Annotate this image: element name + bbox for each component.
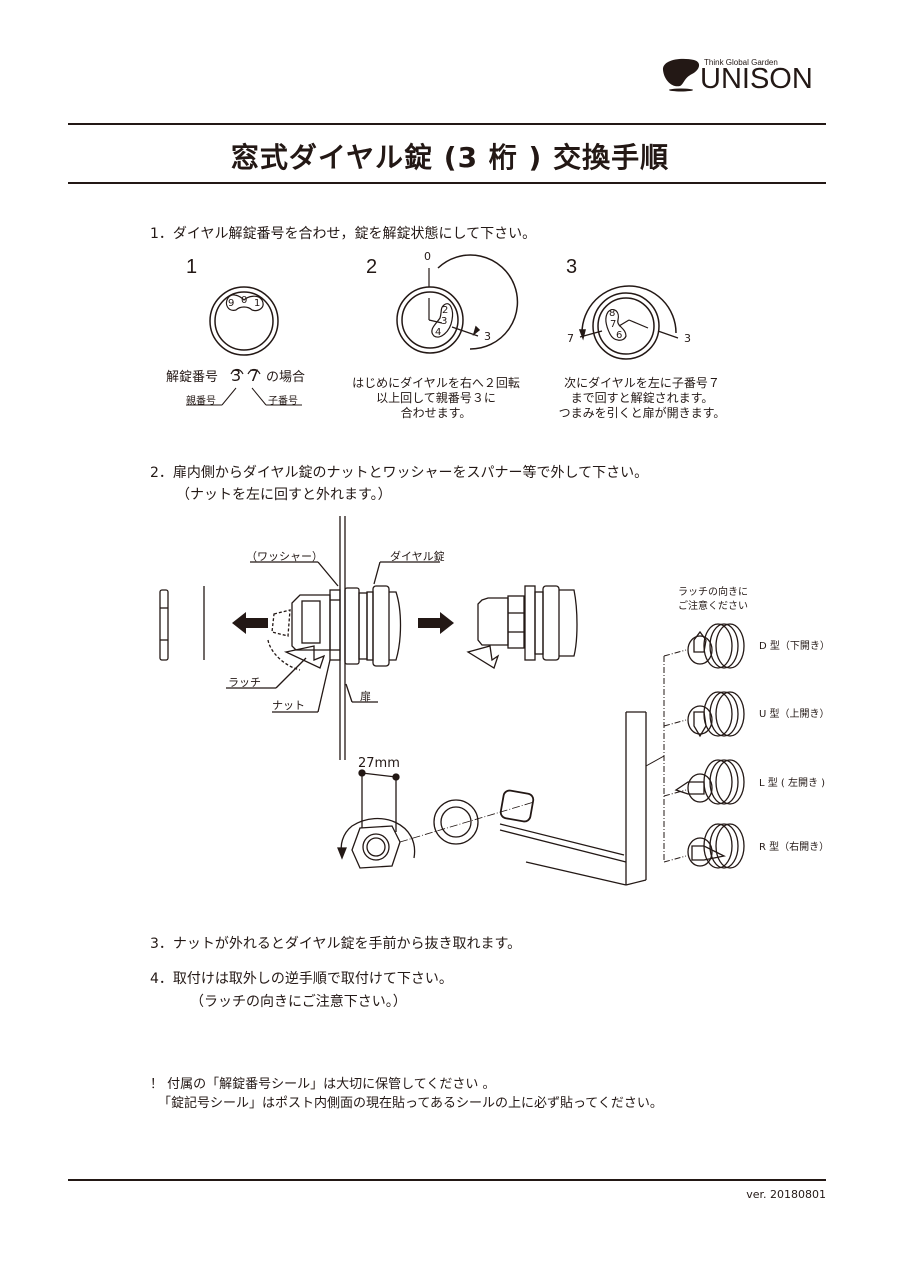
- latch-orientation-note-line-1: ラッチの向きに: [678, 587, 748, 598]
- parent-number-label: 親番号: [186, 396, 216, 407]
- panel-2-number: 2: [366, 256, 378, 278]
- wrench-size-label: 27mm: [358, 756, 400, 771]
- step-2-note: （ナットを左に回すと外れます。）: [176, 487, 392, 503]
- step-4-text: 4．取付けは取外しの逆手順で取付けて下さい。: [150, 971, 453, 987]
- latch-type-U-figure: [687, 691, 745, 738]
- unison-logo-icon: [662, 58, 700, 92]
- latch-type-D-label: D 型（下開き）: [759, 641, 830, 652]
- dial-digit: 9: [228, 298, 235, 309]
- step-3-text: 3．ナットが外れるとダイヤル錠を手前から抜き取れます。: [150, 936, 522, 952]
- dial-digit: 4: [435, 327, 442, 338]
- dial-figure-3: [578, 285, 679, 360]
- dial-digit: 7: [610, 319, 617, 330]
- caption-line: まで回すと解錠されます。: [570, 391, 714, 405]
- latch-type-L-figure: [674, 759, 745, 805]
- unlock-code-parent-digit: 3: [231, 366, 242, 385]
- latch-type-R-label: R 型（右開き）: [759, 842, 830, 853]
- latch-type-L-label: L 型 ( 左開き ): [759, 778, 826, 789]
- dial-figure-1: [186, 286, 302, 406]
- brand-tagline: Think Global Garden: [704, 58, 778, 67]
- latch-orientation-note-line-2: ご注意ください: [678, 601, 748, 612]
- lock-assembly-figure: [159, 516, 745, 886]
- panel-3-caption: 次にダイヤルを左に子番号７ まで回すと解錠されます。 つまみを引くと扉が開きます…: [542, 376, 742, 421]
- dial-digit: 8: [609, 308, 616, 319]
- panel-2-caption: はじめにダイヤルを右へ２回転 以上回して親番号３に 合わせます。: [336, 376, 536, 421]
- version-label: ver. 20180801: [746, 1188, 826, 1201]
- brand-name: UNISON: [700, 63, 813, 95]
- step-1-text: 1．ダイヤル解錠番号を合わせ，錠を解錠状態にして下さい。: [150, 226, 537, 242]
- dial-zero-mark: 0: [424, 250, 431, 263]
- unlock-code-prefix: 解錠番号: [166, 370, 219, 385]
- dial-digit: 6: [616, 330, 623, 341]
- step-4-note: （ラッチの向きにご注意下さい。）: [190, 994, 407, 1010]
- notice-line-1: ！ 付属の「解錠番号シール」は大切に保管してください 。: [150, 1077, 496, 1092]
- step-2-text: 2．扉内側からダイヤル錠のナットとワッシャーをスパナー等で外して下さい。: [150, 465, 649, 481]
- nut-label: ナット: [272, 699, 305, 712]
- caption-line: はじめにダイヤルを右へ２回転: [352, 376, 520, 390]
- pointer-mark: 3: [484, 330, 491, 343]
- dial-digit: 3: [441, 316, 448, 327]
- dial-lock-label: ダイヤル錠: [390, 550, 445, 563]
- dial-digit: 1: [254, 298, 261, 309]
- caption-line: つまみを引くと扉が開きます。: [558, 406, 726, 420]
- latch-label: ラッチ: [228, 676, 261, 689]
- child-number-label: 子番号: [268, 396, 298, 407]
- dial-digit: 2: [442, 305, 449, 316]
- dial-figure-2: [396, 254, 519, 354]
- unlock-code-child-digit: 7: [249, 366, 260, 385]
- caption-line: 次にダイヤルを左に子番号７: [564, 376, 720, 390]
- unlock-code-suffix: の場合: [266, 370, 306, 385]
- dial-digit: 0: [241, 295, 248, 306]
- latch-type-U-label: U 型（上開き）: [759, 709, 830, 720]
- notice-line-2: 「錠記号シール」はポスト内側面の現在貼ってあるシールの上に必ず貼ってください。: [158, 1096, 663, 1111]
- page-title: 窓式ダイヤル錠 (3 桁 ) 交換手順: [230, 141, 670, 174]
- latch-type-R-figure: [687, 823, 745, 869]
- panel-1-number: 1: [186, 256, 198, 278]
- door-label: 扉: [360, 690, 371, 703]
- latch-type-D-figure: [687, 623, 745, 669]
- caption-line: 合わせます。: [400, 406, 472, 420]
- washer-label: （ワッシャー）: [246, 550, 323, 563]
- caption-line: 以上回して親番号３に: [376, 391, 496, 405]
- right-mark: 3: [684, 332, 691, 345]
- panel-3-number: 3: [566, 256, 578, 278]
- left-mark: 7: [567, 332, 574, 345]
